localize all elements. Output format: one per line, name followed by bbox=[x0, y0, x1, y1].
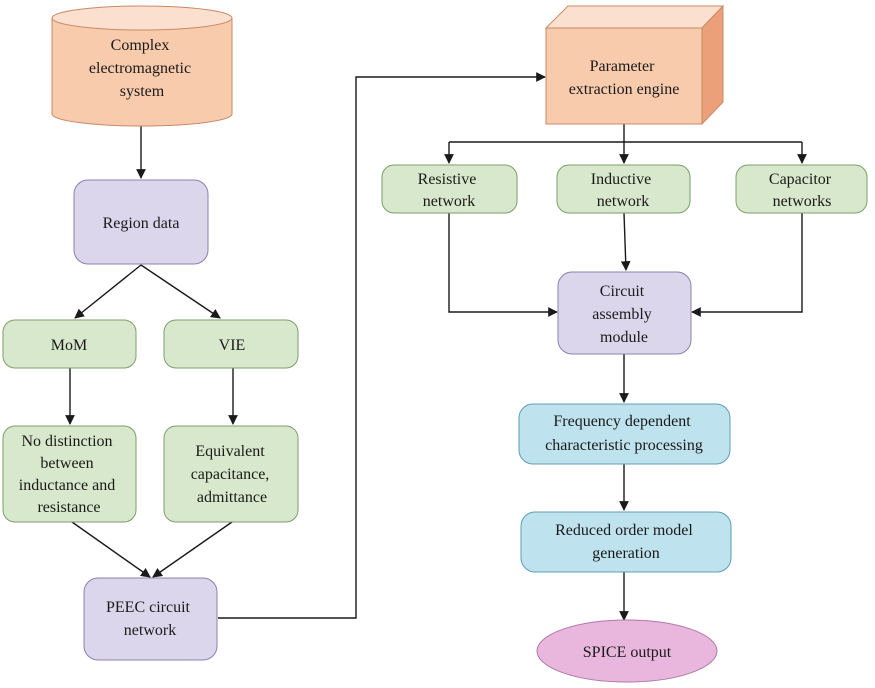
mom-node: MoM bbox=[2, 319, 137, 369]
vie-node: VIE bbox=[163, 319, 299, 369]
arrow-equivalent-to-peec bbox=[152, 521, 233, 578]
arrow-region-to-vie bbox=[140, 264, 221, 319]
reduced-order-model-label: Reduced order model generation bbox=[555, 522, 697, 562]
peec-circuit-node: PEEC circuit network bbox=[83, 577, 218, 661]
no-distinction-node: No distinction between inductance and re… bbox=[2, 425, 137, 523]
spice-output-label: SPICE output bbox=[583, 644, 672, 661]
cube-icon bbox=[545, 27, 703, 125]
capacitor-networks-node: Capacitor networks bbox=[735, 164, 868, 214]
capacitor-networks-label: Capacitor networks bbox=[769, 171, 835, 210]
complex-system-label: Complex electromagnetic system bbox=[89, 37, 195, 100]
inductive-network-label: Inductive network bbox=[591, 171, 655, 210]
circuit-assembly-node: Circuit assembly module bbox=[557, 271, 692, 355]
parameter-extraction-label: Parameter extraction engine bbox=[569, 58, 680, 98]
resistive-network-label: Resistive network bbox=[418, 171, 481, 210]
equivalent-capacitance-node: Equivalent capacitance, admittance bbox=[163, 425, 299, 523]
frequency-processing-label: Frequency dependent characteristic proce… bbox=[545, 413, 703, 454]
cylinder-top bbox=[51, 5, 233, 31]
arrow-resistive-to-assembly bbox=[448, 213, 558, 317]
reduced-order-model-node: Reduced order model generation bbox=[520, 511, 732, 573]
connectors bbox=[65, 72, 807, 621]
circuit-assembly-label: Circuit assembly module bbox=[592, 283, 656, 346]
region-data-node: Region data bbox=[73, 179, 209, 265]
resistive-network-node: Resistive network bbox=[381, 164, 518, 214]
spice-output-node: SPICE output bbox=[536, 619, 718, 683]
no-distinction-label: No distinction between inductance and re… bbox=[19, 433, 119, 516]
arrow-inductive-to-assembly bbox=[620, 212, 631, 271]
parameter-extraction-node: Parameter extraction engine bbox=[544, 4, 725, 126]
region-data-label: Region data bbox=[103, 215, 180, 232]
peec-circuit-label: PEEC circuit network bbox=[106, 599, 194, 639]
arrow-capacitor-to-assembly bbox=[691, 213, 803, 317]
equivalent-capacitance-label: Equivalent capacitance, admittance bbox=[191, 443, 274, 506]
arrow-region-to-mom bbox=[74, 264, 142, 319]
cube-top-face bbox=[544, 5, 725, 29]
nodes: Complex electromagnetic system Region da… bbox=[2, 4, 868, 683]
mom-label: MoM bbox=[51, 337, 87, 354]
arrow-nodistinction-to-peec bbox=[71, 521, 151, 578]
database-cylinder-icon bbox=[51, 18, 233, 127]
arrow-peec-to-parameter bbox=[218, 72, 546, 619]
inductive-network-node: Inductive network bbox=[556, 164, 691, 214]
frequency-processing-node: Frequency dependent characteristic proce… bbox=[518, 403, 731, 465]
vie-label: VIE bbox=[219, 337, 246, 354]
complex-system-node: Complex electromagnetic system bbox=[51, 5, 233, 127]
